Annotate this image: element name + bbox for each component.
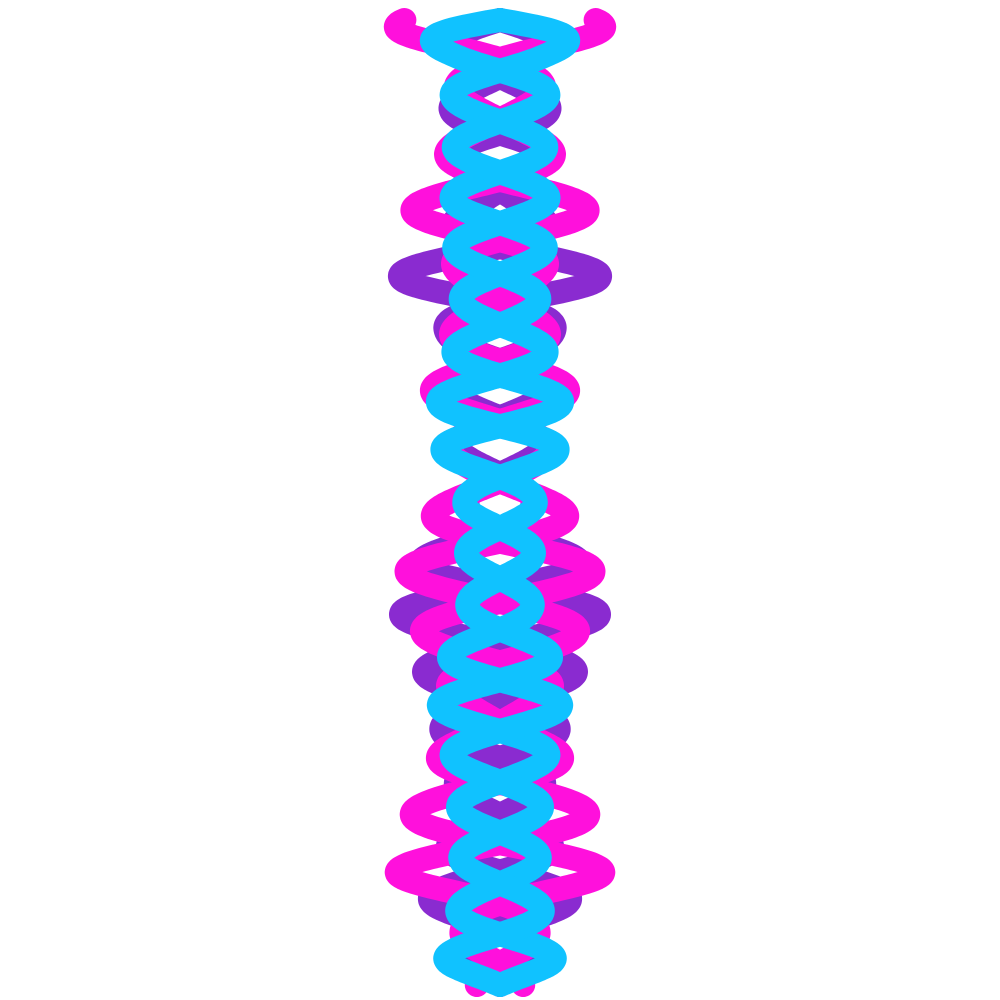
cyan-strand bbox=[419, 8, 581, 997]
strand-layer bbox=[383, 8, 617, 997]
cyan-strand-right-wave bbox=[425, 8, 581, 997]
cyan-strand-left-wave bbox=[419, 8, 575, 997]
